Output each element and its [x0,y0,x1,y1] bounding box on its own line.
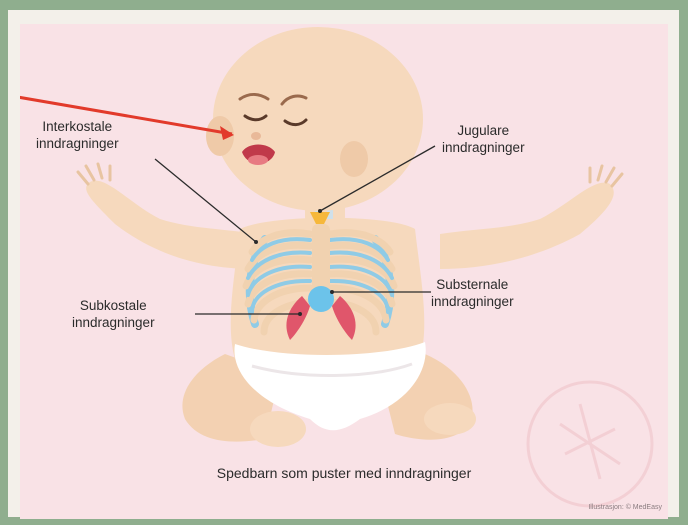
substernal-retraction-marker [308,286,334,312]
label-subkostale-line2: inndragninger [72,314,155,331]
right-foot [424,403,476,435]
tongue [248,155,268,165]
ear-right [340,141,368,177]
label-subkostale-line1: Subkostale [72,297,155,314]
label-interkostale-line1: Interkostale [36,118,119,135]
label-jugulare-line2: inndragninger [442,139,525,156]
label-subkostale: Subkostale inndragninger [72,297,155,331]
label-jugulare-line1: Jugulare [442,122,525,139]
illustration-credit: Illustrasjon: © MedEasy [588,504,662,511]
diagram-caption: Spedbarn som puster med inndragninger [20,465,668,481]
diagram-panel: Interkostale inndragninger Jugulare innd… [20,24,668,519]
watermark-logo-icon [528,382,652,506]
head [213,27,423,211]
label-interkostale: Interkostale inndragninger [36,118,119,152]
baby-illustration [20,24,668,519]
left-foot [250,411,306,447]
label-jugulare: Jugulare inndragninger [442,122,525,156]
label-interkostale-line2: inndragninger [36,135,119,152]
label-substernale-line1: Substernale [431,276,514,293]
nose [251,132,261,140]
right-arm [440,183,614,269]
label-substernale: Substernale inndragninger [431,276,514,310]
left-arm [86,181,255,269]
label-substernale-line2: inndragninger [431,293,514,310]
